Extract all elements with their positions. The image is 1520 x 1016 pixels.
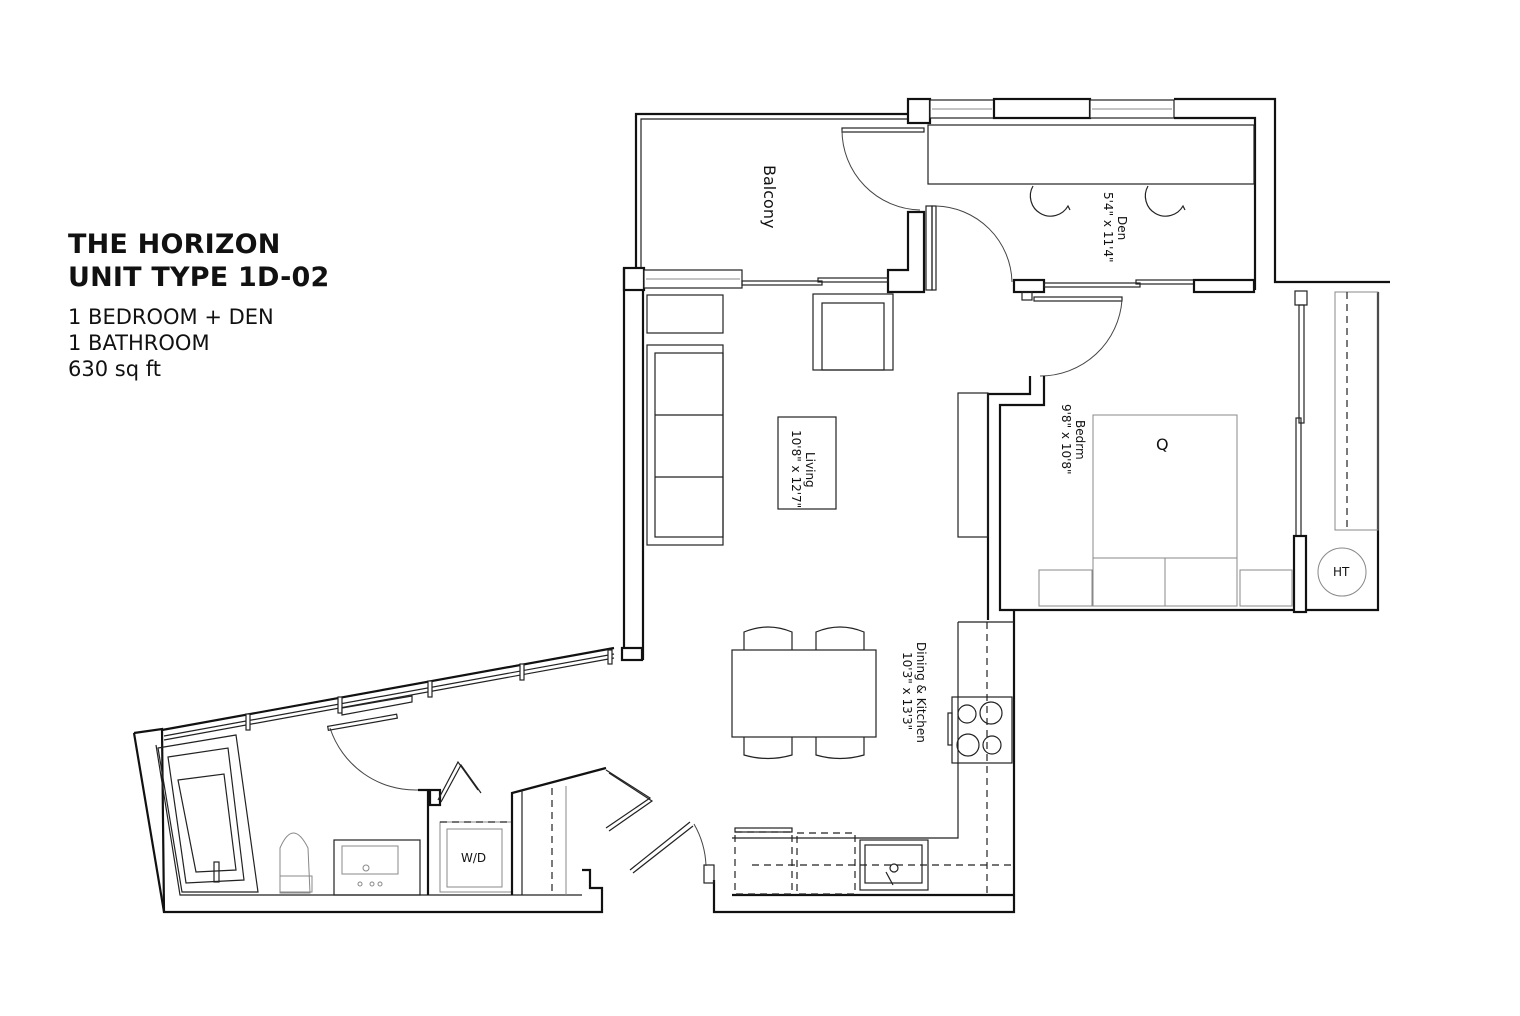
living-label: Living <box>803 452 817 488</box>
bedroom-count: 1 BEDROOM + DEN <box>68 305 274 329</box>
living-west-wall <box>620 268 645 662</box>
balcony-label: Balcony <box>760 165 779 228</box>
den-south-wall <box>1012 278 1256 377</box>
dining-kitchen-size: 10'3" x 13'3" <box>900 652 914 730</box>
kitchen-area: Dining & Kitchen 10'3" x 13'3" <box>712 620 1016 914</box>
unit-area: 630 sq ft <box>68 357 161 381</box>
central-partition <box>886 205 1013 294</box>
bedroom-label: Bedrm <box>1073 420 1087 460</box>
unit-type: UNIT TYPE 1D-02 <box>68 262 330 293</box>
southwest-window-wall <box>161 646 615 741</box>
hot-water-tank-label: HT <box>1333 565 1350 579</box>
den-label: Den <box>1115 216 1129 240</box>
living-north-wall <box>622 266 889 292</box>
bathroom-count: 1 BATHROOM <box>68 331 210 355</box>
utility-closet: HT <box>1292 290 1380 614</box>
unit-specs: 1 BEDROOM + DEN 1 BATHROOM 630 sq ft <box>68 304 329 382</box>
bedroom-area: Q Bedrm 9'8" x 10'8" <box>957 376 1296 620</box>
balcony-area: Balcony <box>634 112 925 268</box>
living-furniture: Living 10'8" x 12'7" <box>646 293 894 546</box>
project-name: THE HORIZON <box>68 229 281 260</box>
laundry-closet: W/D <box>437 760 607 895</box>
bathroom-area <box>132 713 604 914</box>
washer-dryer-label: W/D <box>461 851 486 865</box>
entry-area <box>629 821 715 884</box>
dining-kitchen-label: Dining & Kitchen <box>914 642 928 743</box>
storage-closet <box>551 769 654 895</box>
den-size: 5'4" x 11'4" <box>1101 192 1115 263</box>
den-walls: Den 5'4" x 11'4" <box>906 97 1390 290</box>
living-size: 10'8" x 12'7" <box>789 430 803 508</box>
bedroom-size: 9'8" x 10'8" <box>1059 404 1073 475</box>
bed-label: Q <box>1156 435 1169 454</box>
unit-info-header: THE HORIZON UNIT TYPE 1D-02 1 BEDROOM + … <box>68 228 329 382</box>
